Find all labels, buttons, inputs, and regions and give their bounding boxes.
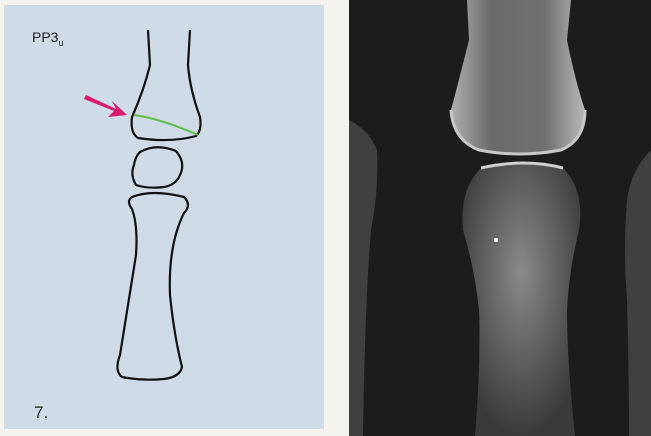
- arrow-icon: [84, 95, 127, 117]
- figure-number: 7.: [34, 403, 48, 423]
- middle-phalanx-outline: [132, 147, 182, 187]
- bone-drawing: [4, 5, 324, 429]
- xray-panel: [349, 0, 651, 436]
- xray-image: [349, 0, 651, 436]
- lower-bone-outline: [117, 193, 188, 380]
- drawing-panel: PP3u 7.: [4, 5, 324, 429]
- highlight-line: [134, 115, 198, 135]
